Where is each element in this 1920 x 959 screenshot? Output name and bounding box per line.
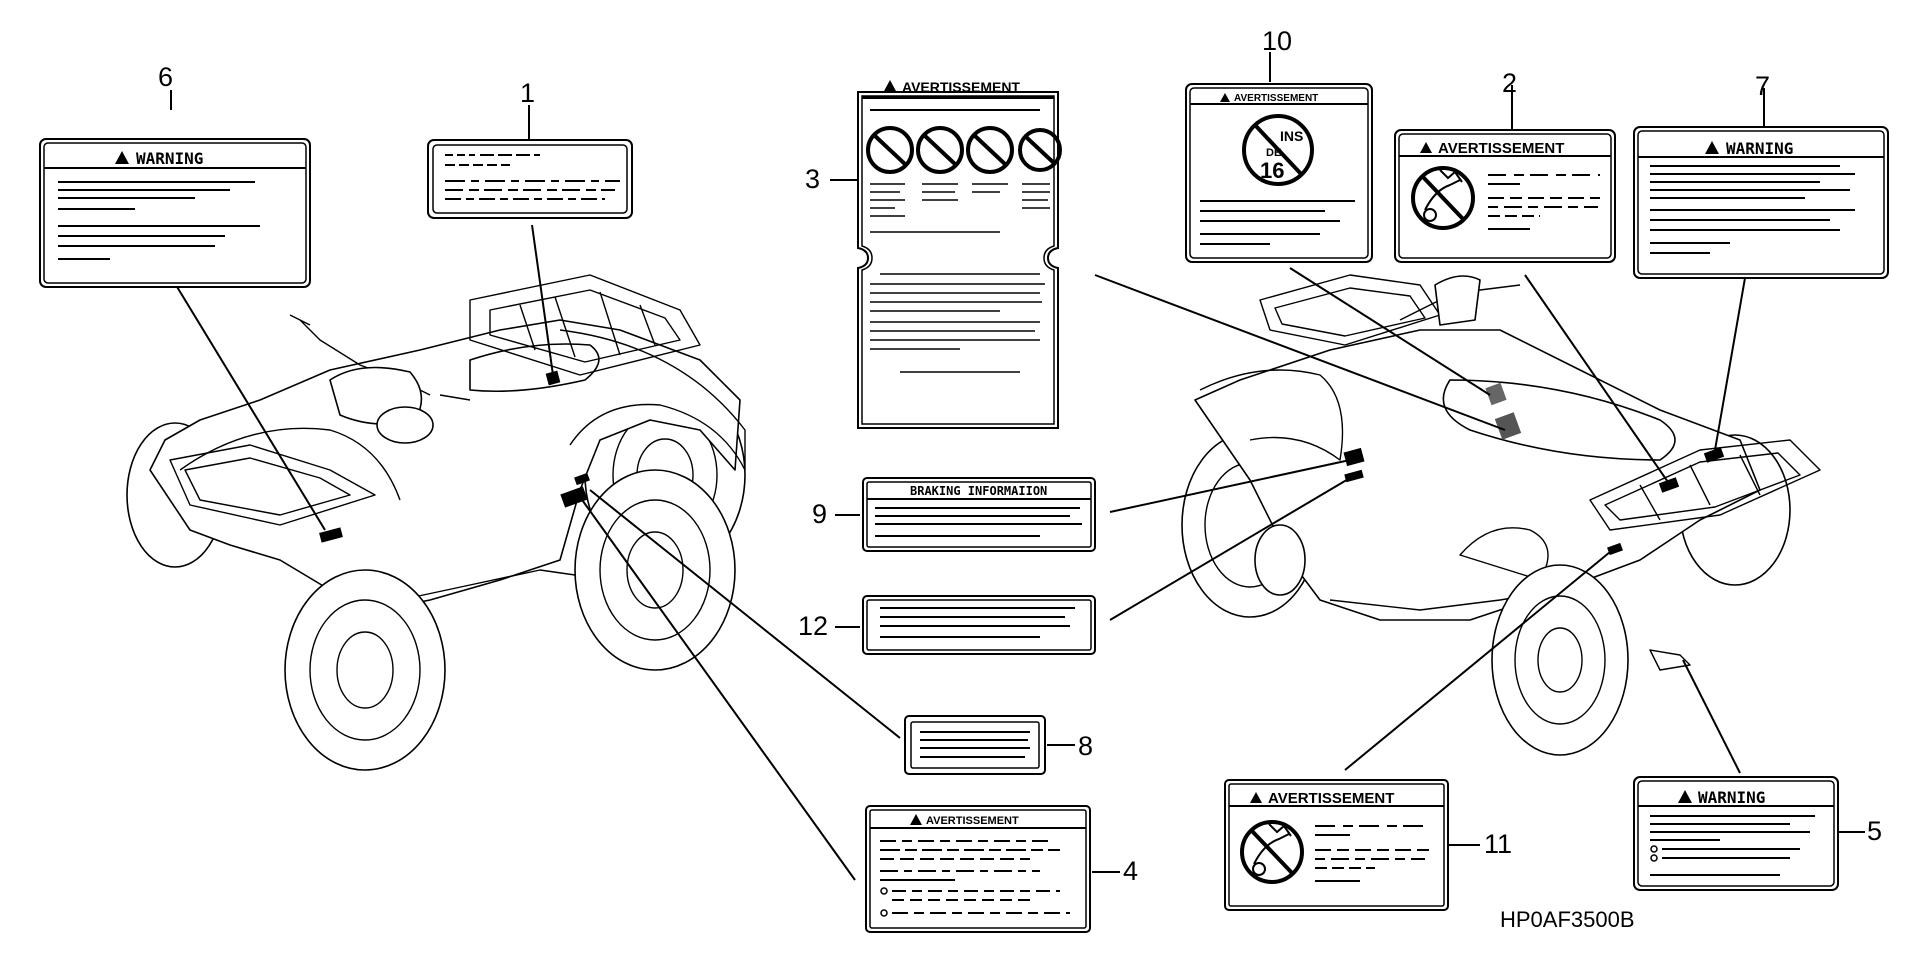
label-6-warning: WARNING [39, 138, 311, 288]
label-10-avertissement: AVERTISSEMENT INS DE 16 [1185, 83, 1373, 263]
diagram-code: HP0AF3500B [1500, 907, 1635, 932]
no-passenger-icon [1411, 166, 1475, 230]
label-4-avertissement: AVERTISSEMENT [865, 805, 1091, 933]
warning-triangle-icon [1420, 142, 1432, 153]
leader-lines [167, 52, 1865, 881]
avertissement-title: AVERTISSEMENT [1234, 93, 1318, 104]
callout-2: 2 [1502, 68, 1517, 98]
callout-10: 10 [1262, 26, 1292, 56]
atv-right-illustration [1181, 274, 1821, 756]
callout-8: 8 [1078, 731, 1093, 761]
warning-title: WARNING [1698, 788, 1765, 807]
label-8 [904, 715, 1046, 775]
avertissement-title: AVERTISSEMENT [1268, 790, 1394, 807]
warning-triangle-icon [910, 814, 922, 825]
prohibition-icon [966, 126, 1014, 174]
atv-left-illustration [126, 274, 746, 771]
avertissement-title: AVERTISSEMENT [902, 79, 1020, 95]
braking-title: BRAKING INFORMAIION [910, 484, 1047, 498]
callout-12: 12 [798, 611, 828, 641]
callout-11: 11 [1484, 829, 1512, 859]
callout-7: 7 [1755, 71, 1770, 101]
prohibition-icon [1018, 128, 1062, 172]
no-passenger-icon [1240, 820, 1304, 884]
prohibition-icon [866, 126, 914, 174]
avertissement-title: AVERTISSEMENT [1438, 140, 1564, 157]
warning-triangle-icon [1678, 790, 1692, 803]
age-text-top: INS [1280, 128, 1303, 144]
warning-triangle-icon [1705, 141, 1719, 154]
callout-1: 1 [520, 78, 535, 108]
label-7-warning: WARNING [1633, 126, 1889, 279]
callout-numbers: 6 1 3 10 2 2 7 9 12 8 4 11 5 [158, 26, 1882, 886]
warning-title: WARNING [1726, 139, 1793, 158]
callout-9: 9 [812, 499, 827, 529]
label-11-avertissement: AVERTISSEMENT [1224, 779, 1449, 911]
callout-5: 5 [1867, 816, 1882, 846]
callout-6: 6 [158, 62, 173, 92]
age-number: 16 [1260, 158, 1284, 183]
label-5-warning: WARNING [1633, 776, 1839, 891]
callout-4: 4 [1123, 856, 1138, 886]
label-9-braking-information: BRAKING INFORMAIION [862, 477, 1096, 552]
avertissement-title: AVERTISSEMENT [926, 815, 1019, 827]
warning-title: WARNING [136, 149, 203, 168]
age-prohibition-icon: INS DE 16 [1242, 114, 1314, 186]
label-2-avertissement: AVERTISSEMENT [1394, 129, 1616, 263]
prohibition-icon [916, 126, 964, 174]
warning-triangle-icon [883, 80, 897, 93]
warning-triangle-icon [1220, 93, 1230, 102]
label-12 [862, 595, 1096, 655]
callout-3: 3 [805, 164, 820, 194]
warning-triangle-icon [1250, 792, 1262, 803]
label-3-avertissement: AVERTISSEMENT [857, 79, 1062, 429]
label-1 [427, 139, 633, 219]
warning-triangle-icon [115, 151, 129, 164]
